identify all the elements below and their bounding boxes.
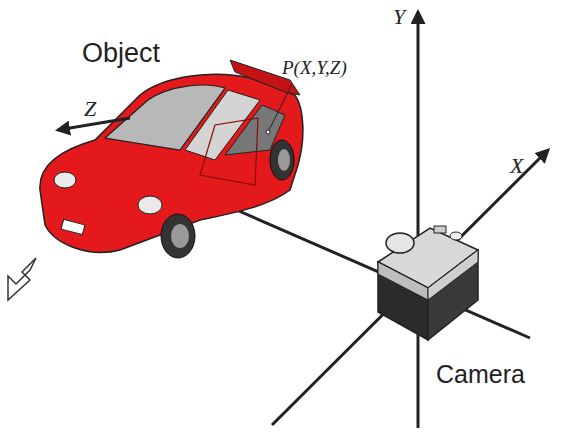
x-axis: [272, 150, 548, 425]
camera-label: Camera: [436, 362, 525, 387]
z-axis: [232, 208, 530, 338]
axis-label: Z: [84, 98, 96, 120]
axis-label: X: [510, 155, 523, 177]
object-label: Object: [82, 40, 160, 67]
y-axis: [417, 12, 420, 428]
motion-arrow: [8, 258, 36, 300]
point-label: P(X,Y,Z): [282, 58, 347, 77]
camera: [378, 226, 478, 340]
point-p: [266, 130, 270, 134]
axis-label: Y: [393, 6, 405, 28]
car: [40, 60, 303, 258]
leader-line: [268, 84, 292, 132]
